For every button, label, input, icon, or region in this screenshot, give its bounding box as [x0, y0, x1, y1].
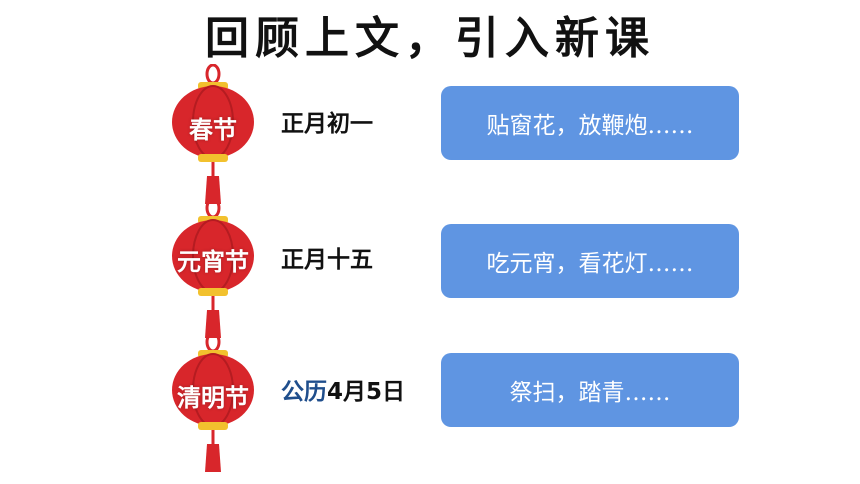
activity-text-3: 祭扫，踏青……: [509, 380, 671, 406]
activity-card-2: 吃元宵，看花灯……: [441, 224, 739, 298]
activity-text-1: 贴窗花，放鞭炮……: [486, 113, 694, 139]
date-3: 公历4月5日: [281, 372, 405, 406]
page-title: 回顾上文，引入新课: [205, 13, 655, 64]
date-1: 正月初一: [281, 111, 373, 137]
lantern-icon: 元宵节: [158, 198, 268, 338]
date-value: 4月5日: [327, 379, 406, 405]
festival-name-1: 春节: [189, 115, 237, 144]
date-prefix: 公历: [281, 379, 327, 405]
date-2: 正月十五: [281, 247, 373, 273]
activity-card-1: 贴窗花，放鞭炮……: [441, 86, 739, 160]
activity-text-2: 吃元宵，看花灯……: [486, 251, 694, 277]
lantern-icon: 清明节: [158, 332, 268, 472]
festival-name-2: 元宵节: [177, 247, 249, 276]
activity-card-3: 祭扫，踏青……: [441, 353, 739, 427]
festival-name-3: 清明节: [177, 383, 249, 412]
lantern-icon: 春节: [158, 64, 268, 204]
